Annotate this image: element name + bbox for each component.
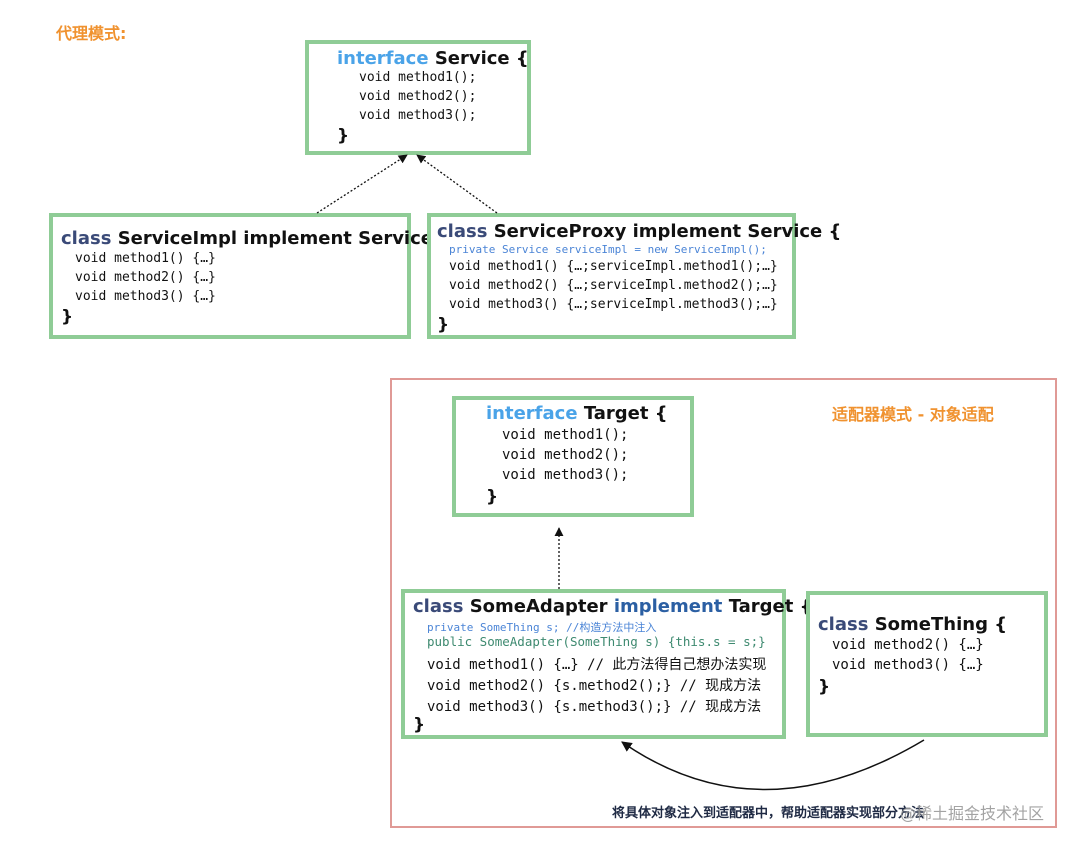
service-impl-declaration: class ServiceImpl implement Service { <box>61 228 452 249</box>
injection-note: 将具体对象注入到适配器中，帮助适配器实现部分方法 <box>612 806 925 821</box>
some-adapter-declaration: class SomeAdapter implement Target { <box>413 596 812 617</box>
target-method-3: void method3(); <box>502 467 629 483</box>
some-adapter-box: class SomeAdapter implement Target { pri… <box>401 589 812 739</box>
service-impl-method-3: void method3() {…} <box>75 289 216 304</box>
class-keyword: class <box>413 596 464 617</box>
adapter-heading: 适配器模式 - 对象适配 <box>832 405 994 424</box>
service-proxy-field: private Service serviceImpl = new Servic… <box>449 243 767 256</box>
service-method-3: void method3(); <box>359 108 477 123</box>
some-adapter-target: Target { <box>728 596 813 617</box>
service-method-1: void method1(); <box>359 70 477 85</box>
target-close-brace: } <box>486 487 499 507</box>
service-impl-name: ServiceImpl implement Service { <box>117 228 453 249</box>
service-proxy-method-1: void method1() {…;serviceImpl.method1();… <box>449 259 778 274</box>
service-name: Service { <box>434 48 529 69</box>
class-keyword: class <box>437 221 488 242</box>
impl-to-service-arrow <box>316 154 408 214</box>
service-close-brace: } <box>337 126 350 146</box>
something-method-2: void method2() {…} <box>832 637 984 653</box>
watermark: @稀土掘金技术社区 <box>900 804 1045 823</box>
proxy-heading: 代理模式: <box>56 24 127 43</box>
target-name: Target { <box>583 403 668 424</box>
service-impl-method-1: void method1() {…} <box>75 251 216 266</box>
target-interface-box: interface Target { void method1(); void … <box>452 396 694 517</box>
class-keyword: class <box>61 228 112 249</box>
some-adapter-method-3: void method3() {s.method3();} // 现成方法 <box>427 699 762 715</box>
service-proxy-declaration: class ServiceProxy implement Service { <box>437 221 841 242</box>
something-box: class SomeThing { void method2() {…} voi… <box>806 591 1048 737</box>
something-method-3: void method3() {…} <box>832 657 984 673</box>
service-proxy-method-2: void method2() {…;serviceImpl.method2();… <box>449 278 778 293</box>
service-proxy-method-3: void method3() {…;serviceImpl.method3();… <box>449 297 778 312</box>
adapter-pattern-frame <box>390 378 1057 828</box>
target-method-1: void method1(); <box>502 427 629 443</box>
something-name: SomeThing { <box>874 614 1008 635</box>
something-declaration: class SomeThing { <box>818 614 1007 635</box>
service-interface-box: interface Service { void method1(); void… <box>305 40 531 155</box>
some-adapter-constructor: public SomeAdapter(SomeThing s) {this.s … <box>427 634 766 649</box>
interface-keyword: interface <box>337 48 429 69</box>
service-impl-close-brace: } <box>61 307 74 327</box>
some-adapter-name: SomeAdapter <box>469 596 608 617</box>
service-proxy-box: class ServiceProxy implement Service { p… <box>427 213 841 339</box>
implement-keyword: implement <box>613 596 723 617</box>
service-proxy-name: ServiceProxy implement Service { <box>493 221 842 242</box>
some-adapter-method-1: void method1() {…} // 此方法得自己想办法实现 <box>427 657 767 673</box>
some-adapter-method-2: void method2() {s.method2();} // 现成方法 <box>427 678 762 694</box>
service-proxy-close-brace: } <box>437 315 450 335</box>
some-adapter-close-brace: } <box>413 715 426 735</box>
service-declaration: interface Service { <box>337 48 529 69</box>
service-impl-box: class ServiceImpl implement Service { vo… <box>49 213 452 339</box>
target-method-2: void method2(); <box>502 447 629 463</box>
interface-keyword: interface <box>486 403 578 424</box>
target-declaration: interface Target { <box>486 403 668 424</box>
something-to-adapter-arrow <box>621 739 925 791</box>
service-impl-method-2: void method2() {…} <box>75 270 216 285</box>
some-adapter-field: private SomeThing s; //构造方法中注入 <box>427 621 657 634</box>
class-keyword: class <box>818 614 869 635</box>
proxy-to-service-arrow <box>416 154 498 214</box>
something-close-brace: } <box>818 677 831 697</box>
service-method-2: void method2(); <box>359 89 477 104</box>
